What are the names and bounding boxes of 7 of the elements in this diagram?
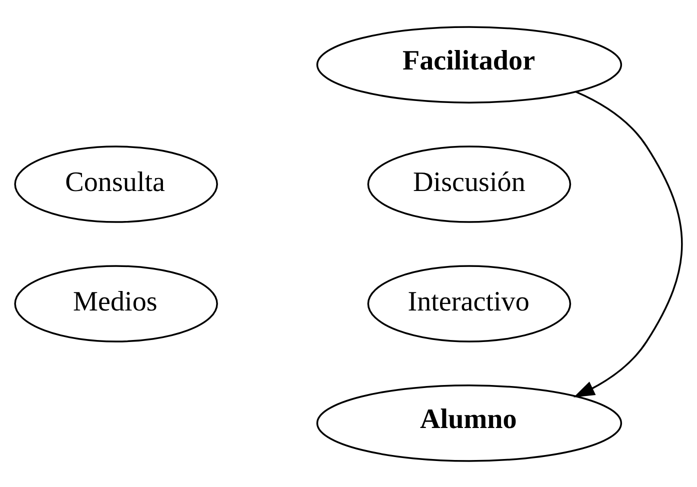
- node-ellipse: Interactivo: [367, 264, 572, 342]
- arrow: [574, 90, 683, 397]
- node-ellipse: Facilitador: [316, 26, 622, 103]
- node-ellipse: Medios: [14, 264, 218, 342]
- node-ellipse: Alumno: [316, 384, 622, 462]
- node-ellipse: Consulta: [14, 145, 218, 222]
- node-ellipse: Discusión: [367, 145, 572, 222]
